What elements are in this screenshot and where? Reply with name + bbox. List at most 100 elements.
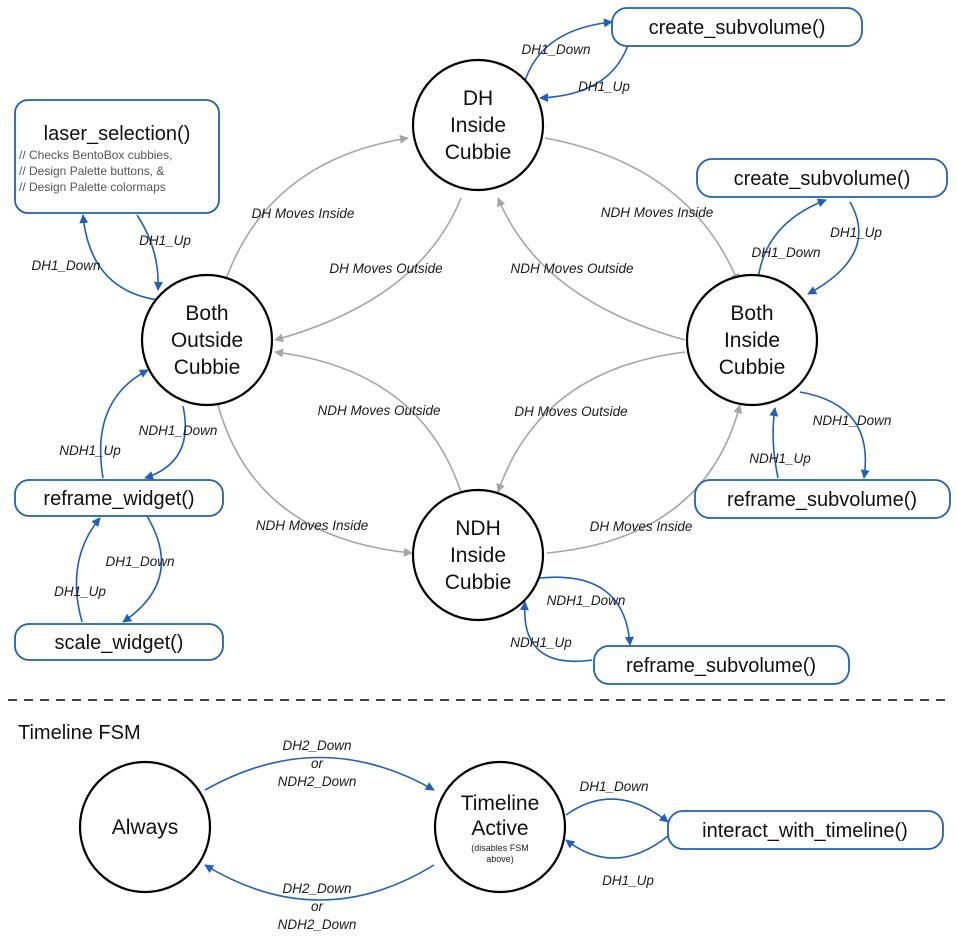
func-create-subvolume-top: create_subvolume() bbox=[611, 7, 863, 47]
label-timeline-dh1-down: DH1_Down bbox=[579, 779, 648, 794]
state-timeline-active: Timeline Active (disables FSM above) bbox=[433, 760, 567, 894]
func-comment-line: // Checks BentoBox cubbies, bbox=[19, 148, 172, 162]
func-laser-selection: laser_selection() // Checks BentoBox cub… bbox=[14, 99, 220, 214]
edge-widget-dh1-up bbox=[75, 517, 101, 623]
label-timeline-dh1-up: DH1_Up bbox=[602, 873, 654, 888]
edge-timeline-dh1-up bbox=[565, 835, 669, 859]
func-reframe-widget: reframe_widget() bbox=[14, 479, 224, 517]
edge-ndh-moves-outside-mid bbox=[274, 348, 462, 493]
func-label: reframe_subvolume() bbox=[626, 655, 816, 677]
state-dh-inside-cubbie: DH Inside Cubbie bbox=[411, 58, 545, 192]
func-label: laser_selection() bbox=[44, 123, 191, 145]
edge-right-dh1-up bbox=[807, 201, 860, 295]
func-label: create_subvolume() bbox=[734, 168, 911, 190]
state-note-line: (disables FSM bbox=[471, 843, 529, 853]
edge-dh-moves-outside-mid bbox=[496, 351, 686, 493]
state-label-line: Inside bbox=[450, 544, 506, 567]
label-dh-moves-inside-bottom: DH Moves Inside bbox=[590, 519, 693, 534]
edge-dh-moves-inside-left bbox=[224, 134, 409, 283]
label-dh-moves-outside-left: DH Moves Outside bbox=[329, 261, 442, 276]
edge-ndh-moves-outside-right bbox=[496, 197, 686, 341]
blue-transitions bbox=[75, 18, 870, 901]
label-right-dh1-up: DH1_Up bbox=[830, 225, 882, 240]
label-top-dh1-up: DH1_Up bbox=[578, 79, 630, 94]
label-ndh-moves-inside-right: NDH Moves Inside bbox=[601, 205, 714, 220]
edge-dh-moves-outside-left bbox=[274, 197, 462, 343]
func-create-subvolume-right: create_subvolume() bbox=[696, 158, 948, 198]
label-to-always-line: DH2_Down bbox=[282, 881, 351, 896]
label-to-always-line: or bbox=[311, 899, 324, 914]
label-bottom-ndh1-up: NDH1_Up bbox=[510, 635, 572, 650]
edge-laser-dh1-down bbox=[79, 214, 159, 301]
label-to-timeline-line: or bbox=[311, 756, 324, 771]
label-ndh-moves-outside-mid: NDH Moves Outside bbox=[317, 403, 440, 418]
label-widget-dh1-up: DH1_Up bbox=[54, 584, 106, 599]
func-interact-with-timeline: interact_with_timeline() bbox=[667, 810, 944, 850]
label-to-timeline-line: DH2_Down bbox=[282, 738, 351, 753]
state-both-outside-cubbie: Both Outside Cubbie bbox=[140, 273, 274, 407]
func-reframe-subvolume-bottom: reframe_subvolume() bbox=[593, 645, 850, 685]
edge-laser-dh1-up bbox=[136, 214, 163, 291]
label-widget-dh1-down: DH1_Down bbox=[105, 554, 174, 569]
func-comment-line: // Design Palette colormaps bbox=[19, 180, 166, 194]
edge-left-ndh1-down bbox=[144, 405, 187, 480]
edge-to-timeline bbox=[204, 756, 435, 791]
edge-to-always bbox=[204, 864, 435, 901]
edge-dh-moves-inside-bottom bbox=[546, 404, 743, 554]
edge-bottom-ndh1-down bbox=[539, 576, 634, 646]
edge-ndh-moves-inside-right bbox=[544, 137, 740, 283]
label-left-ndh1-down: NDH1_Down bbox=[139, 423, 218, 438]
func-reframe-subvolume-right: reframe_subvolume() bbox=[694, 479, 951, 519]
func-label: reframe_widget() bbox=[43, 488, 194, 510]
section-title: Timeline FSM bbox=[18, 722, 141, 744]
label-bottom-ndh1-down: NDH1_Down bbox=[547, 593, 626, 608]
state-label-line: Inside bbox=[450, 114, 506, 137]
label-ndh-moves-outside-right: NDH Moves Outside bbox=[510, 261, 633, 276]
label-to-always-line: NDH2_Down bbox=[278, 917, 357, 932]
state-both-inside-cubbie: Both Inside Cubbie bbox=[685, 273, 819, 407]
state-label-line: Cubbie bbox=[445, 571, 512, 594]
label-ndh-moves-inside-bottom: NDH Moves Inside bbox=[256, 518, 369, 533]
label-right-ndh1-down: NDH1_Down bbox=[813, 413, 892, 428]
label-laser-dh1-up: DH1_Up bbox=[139, 233, 191, 248]
label-dh-moves-inside-left: DH Moves Inside bbox=[252, 206, 355, 221]
state-label-line: Both bbox=[185, 302, 228, 325]
state-note-line: above) bbox=[486, 854, 514, 864]
state-label-line: Inside bbox=[724, 329, 780, 352]
edge-left-ndh1-up bbox=[99, 369, 149, 479]
label-top-dh1-down: DH1_Down bbox=[521, 42, 590, 57]
gray-transitions bbox=[217, 134, 743, 557]
edge-widget-dh1-down bbox=[122, 515, 163, 623]
state-label-line: Outside bbox=[171, 329, 243, 352]
func-label: interact_with_timeline() bbox=[702, 820, 908, 842]
edge-timeline-dh1-down bbox=[565, 798, 669, 823]
edge-right-ndh1-up bbox=[769, 407, 779, 479]
func-label: scale_widget() bbox=[55, 632, 184, 654]
edge-bottom-ndh1-up bbox=[519, 601, 593, 662]
label-to-timeline-line: NDH2_Down bbox=[278, 774, 357, 789]
label-right-ndh1-up: NDH1_Up bbox=[749, 451, 811, 466]
label-dh-moves-outside-mid: DH Moves Outside bbox=[514, 404, 627, 419]
state-label-line: Always bbox=[112, 816, 179, 839]
func-label: reframe_subvolume() bbox=[727, 489, 917, 511]
state-label-line: Active bbox=[471, 817, 528, 840]
state-label-line: DH bbox=[463, 87, 493, 110]
func-label: create_subvolume() bbox=[649, 17, 826, 39]
state-label-line: Both bbox=[730, 302, 773, 325]
label-laser-dh1-down: DH1_Down bbox=[31, 258, 100, 273]
label-right-dh1-down: DH1_Down bbox=[751, 245, 820, 260]
state-label-line: Timeline bbox=[461, 792, 540, 815]
edge-top-dh1-down bbox=[521, 18, 613, 93]
edge-right-ndh1-down bbox=[799, 391, 870, 479]
func-scale-widget: scale_widget() bbox=[14, 623, 224, 661]
edge-labels: DH Moves Inside DH Moves Outside NDH Mov… bbox=[31, 42, 891, 932]
state-label-line: Cubbie bbox=[445, 141, 512, 164]
edge-ndh-moves-inside-bottom bbox=[217, 404, 413, 557]
state-label-line: Cubbie bbox=[174, 356, 241, 379]
state-always: Always bbox=[78, 760, 212, 894]
label-left-ndh1-up: NDH1_Up bbox=[59, 443, 121, 458]
state-label-line: Cubbie bbox=[719, 356, 786, 379]
state-ndh-inside-cubbie: NDH Inside Cubbie bbox=[411, 488, 545, 622]
edge-top-dh1-up bbox=[539, 44, 629, 103]
